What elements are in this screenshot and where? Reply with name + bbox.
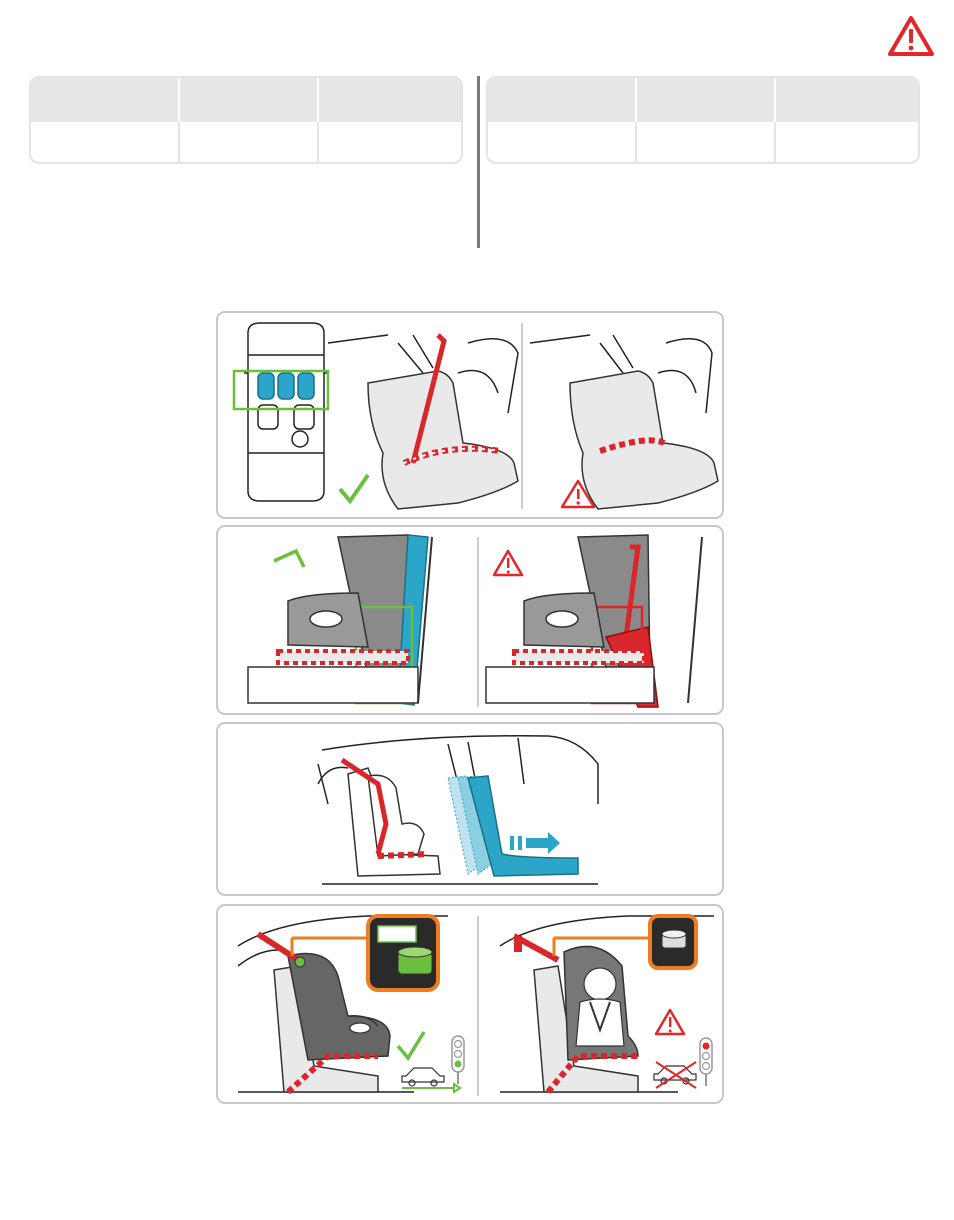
warning-triangle-icon xyxy=(886,14,936,58)
column-divider xyxy=(477,76,480,248)
table-cell xyxy=(775,122,918,162)
warning-triangle-icon xyxy=(656,1010,684,1034)
warning-triangle-icon xyxy=(494,551,522,575)
table-header-cell xyxy=(318,78,461,122)
checkmark-icon xyxy=(340,475,368,501)
table-cell xyxy=(31,122,179,162)
compatibility-table-left xyxy=(29,76,463,164)
panel-belt-guide xyxy=(216,525,724,715)
compatibility-table-right xyxy=(486,76,920,164)
panel-belt-routing xyxy=(216,311,724,519)
table-header-cell xyxy=(31,78,179,122)
panel-belt-guide-illustration xyxy=(218,527,722,713)
rear-seat-highlight xyxy=(258,373,314,399)
table-cell xyxy=(179,122,318,162)
table-header-cell xyxy=(488,78,636,122)
table-row xyxy=(31,122,461,162)
panel-front-seat-adjust xyxy=(216,722,724,896)
arrow-right-icon xyxy=(510,832,560,854)
tension-indicator-zoom-green xyxy=(368,916,438,990)
table-header-cell xyxy=(636,78,775,122)
tension-indicator-zoom-gray xyxy=(650,916,696,968)
panel-tension-indicator xyxy=(216,904,724,1104)
panel-tension-indicator-illustration xyxy=(218,906,722,1102)
table-row xyxy=(488,122,918,162)
table-header-cell xyxy=(775,78,918,122)
table-cell xyxy=(488,122,636,162)
table-cell xyxy=(318,122,461,162)
table-cell xyxy=(636,122,775,162)
car-top-view-icon xyxy=(244,323,328,501)
traffic-light-icon xyxy=(452,1036,464,1084)
panel-belt-routing-illustration xyxy=(218,313,722,517)
child-head xyxy=(584,968,616,1000)
traffic-light-icon xyxy=(700,1038,712,1086)
car-icon xyxy=(402,1068,444,1086)
checkmark-icon xyxy=(274,551,304,567)
checkmark-icon xyxy=(398,1032,424,1058)
panel-front-seat-illustration xyxy=(218,724,722,894)
table-header-cell xyxy=(179,78,318,122)
